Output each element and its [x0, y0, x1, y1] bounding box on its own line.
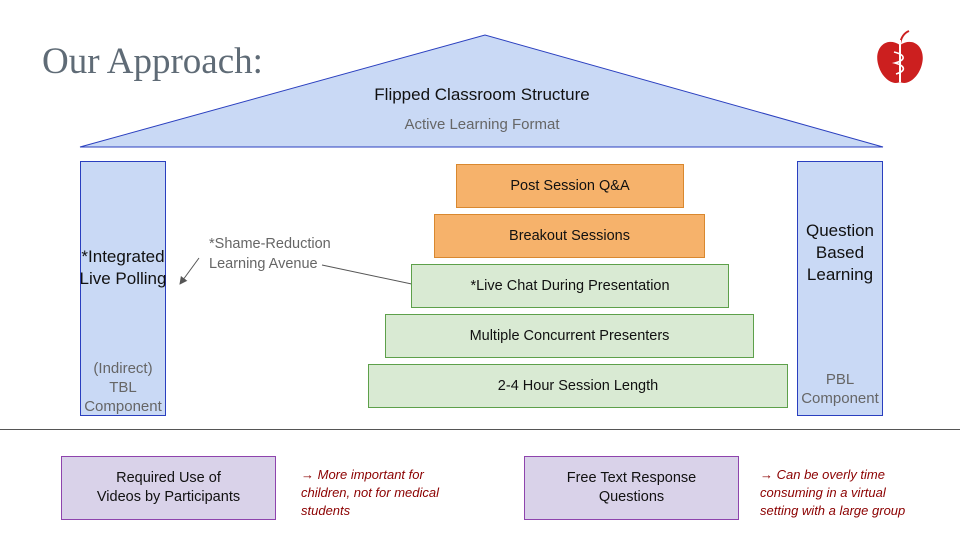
comment-line: → More important for: [301, 467, 424, 482]
comment-line: students: [301, 503, 351, 518]
free-text-questions-box: Free Text Response Questions: [524, 456, 739, 520]
left-pillar-sub-line: TBL: [109, 379, 137, 396]
comment-line: children, not for medical: [301, 485, 440, 500]
comment-line: consuming in a virtual: [760, 485, 886, 500]
left-pillar-sublabel: (Indirect) TBL Component: [63, 359, 183, 416]
step-session-length: 2-4 Hour Session Length: [368, 364, 788, 408]
left-pillar-sub-line: (Indirect): [93, 360, 153, 377]
slide-title: Our Approach:: [42, 41, 263, 82]
roof-title: Flipped Classroom Structure: [374, 85, 590, 104]
videos-comment: → More important for children, not for m…: [301, 466, 501, 520]
comment-line: → Can be overly time: [760, 467, 885, 482]
step-post-session-qa: Post Session Q&A: [456, 164, 684, 208]
red-apple-caduceus-icon: [877, 30, 923, 83]
box-line: Videos by Participants: [96, 489, 241, 505]
right-pillar-label-line: Question: [805, 221, 875, 240]
left-pillar-label-line: Live Polling: [79, 269, 167, 288]
comment-line: setting with a large group: [760, 503, 906, 518]
annotation-arrow-to-polling: [179, 257, 200, 285]
right-pillar-sub-line: PBL: [825, 371, 855, 388]
left-pillar: [80, 161, 166, 416]
box-line: Questions: [598, 489, 665, 505]
roof-triangle: [79, 34, 884, 148]
left-pillar-sub-line: Component: [84, 398, 162, 415]
step-live-chat: *Live Chat During Presentation: [411, 264, 729, 308]
box-line: Required Use of: [116, 470, 221, 486]
videos-required-box: Required Use of Videos by Participants: [61, 456, 276, 520]
right-pillar-label-line: Learning: [806, 265, 874, 284]
right-pillar-sub-line: Component: [801, 390, 879, 407]
roof-subtitle: Active Learning Format: [404, 116, 560, 133]
annotation-line: Learning Avenue: [209, 256, 318, 272]
free-text-comment: → Can be overly time consuming in a virt…: [760, 466, 955, 520]
step-multiple-presenters: Multiple Concurrent Presenters: [385, 314, 754, 358]
box-line: Free Text Response: [566, 470, 697, 486]
left-pillar-label: *Integrated Live Polling: [60, 246, 186, 290]
left-pillar-label-line: *Integrated: [81, 247, 165, 266]
right-pillar-label: Question Based Learning: [787, 220, 893, 286]
shame-reduction-annotation: *Shame-Reduction Learning Avenue: [209, 234, 369, 274]
right-pillar: [797, 161, 883, 416]
step-breakout-sessions: Breakout Sessions: [434, 214, 705, 258]
right-pillar-sublabel: PBL Component: [787, 370, 893, 408]
annotation-line: *Shame-Reduction: [209, 236, 331, 252]
divider-line: [0, 429, 960, 430]
right-pillar-label-line: Based: [815, 243, 865, 262]
